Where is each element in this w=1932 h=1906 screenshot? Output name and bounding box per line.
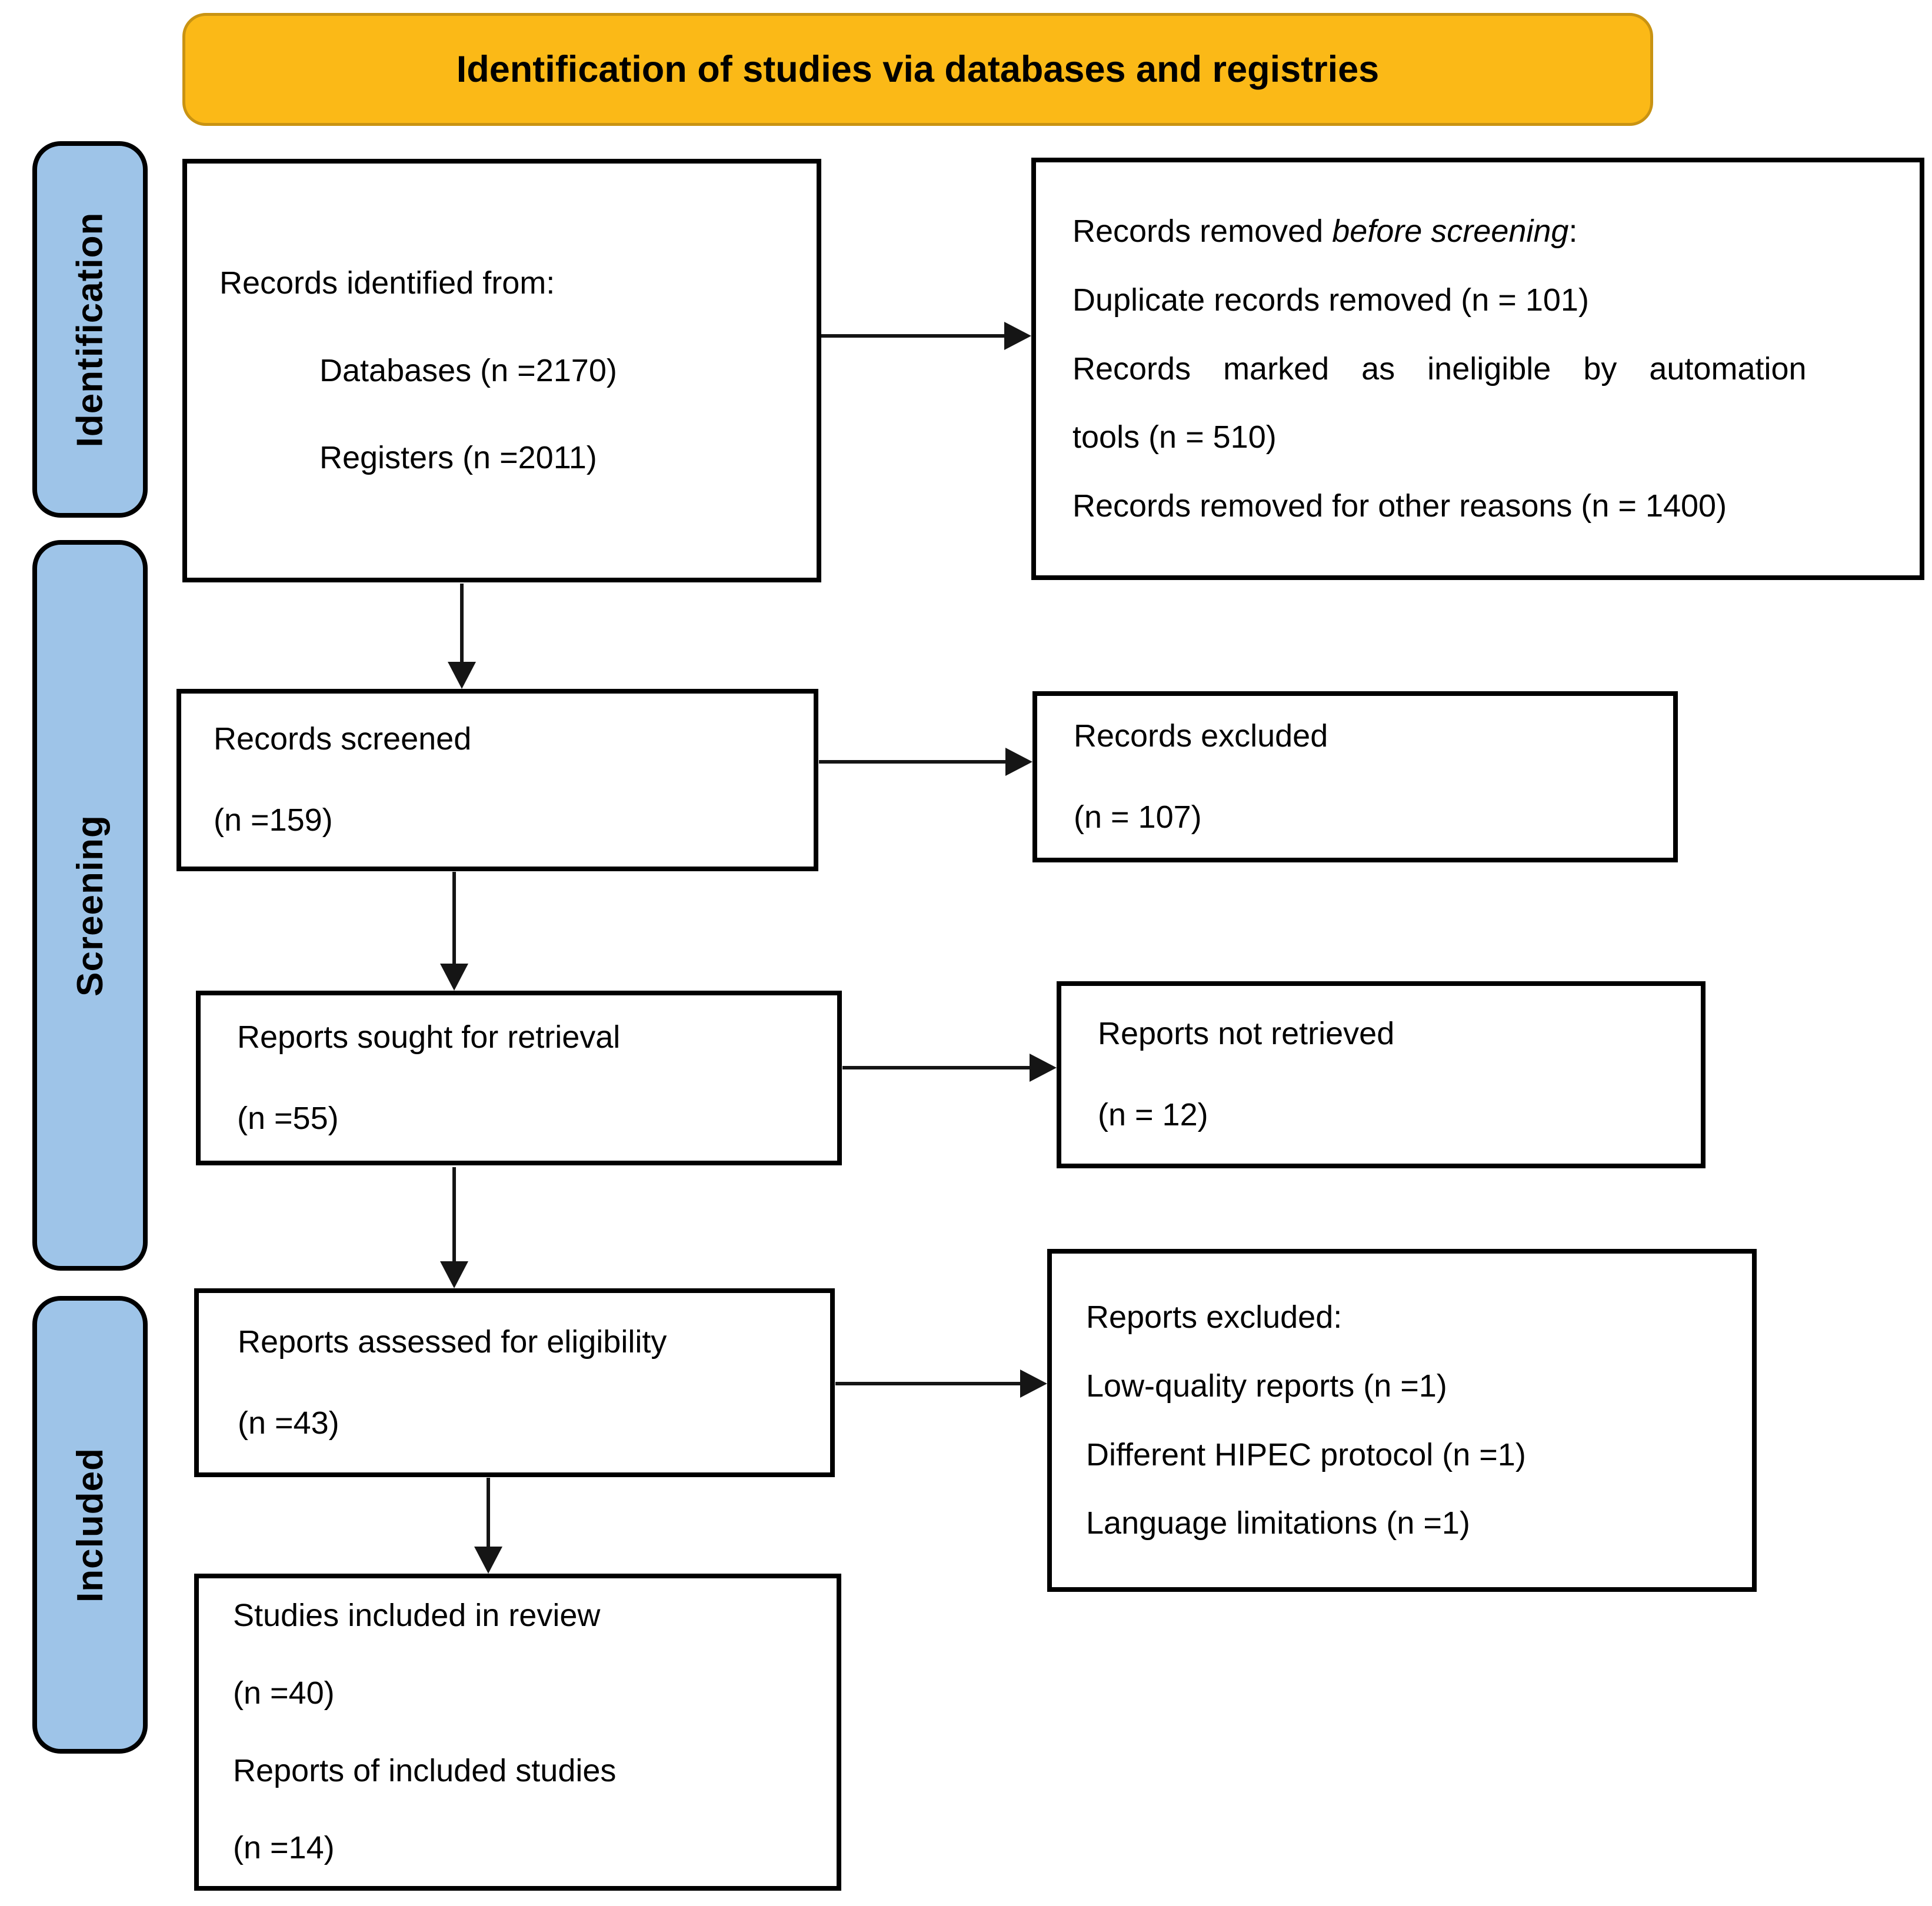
- stage-identification-label: Identification: [69, 212, 111, 447]
- reports-excluded-protocol: Different HIPEC protocol (n =1): [1086, 1437, 1526, 1472]
- records-identified-registers: Registers (n =2011): [319, 440, 597, 476]
- arrow-assessed-to-reportsexcluded-line: [835, 1382, 1022, 1385]
- records-excluded-label: Records excluded: [1074, 718, 1328, 754]
- records-identified-databases: Databases (n =2170): [319, 352, 617, 388]
- records-removed-other: Records removed for other reasons (n = 1…: [1072, 488, 1727, 524]
- reports-excluded-low-quality: Low-quality reports (n =1): [1086, 1368, 1447, 1404]
- reports-not-retrieved-count: (n = 12): [1098, 1097, 1208, 1132]
- records-removed-title-suffix: :: [1568, 214, 1578, 249]
- reports-sought-count: (n =55): [237, 1100, 339, 1136]
- records-excluded-count: (n = 107): [1074, 799, 1202, 835]
- records-screened-count: (n =159): [214, 802, 333, 838]
- records-identified-title: Records identified from:: [219, 265, 555, 301]
- arrow-sought-to-assessed-line: [452, 1167, 456, 1264]
- arrow-assessed-to-included-line: [487, 1478, 490, 1549]
- box-reports-excluded: Reports excluded: Low-quality reports (n…: [1047, 1249, 1757, 1592]
- records-removed-title-italic: before screening: [1332, 214, 1569, 249]
- records-screened-label: Records screened: [214, 721, 472, 757]
- stage-identification: Identification: [32, 141, 148, 518]
- reports-excluded-title: Reports excluded:: [1086, 1299, 1343, 1335]
- arrow-screened-to-excluded-line: [819, 760, 1008, 764]
- arrow-identified-to-screened-head-icon: [448, 662, 476, 689]
- records-removed-title: Records removed before screening:: [1072, 197, 1896, 266]
- records-removed-title-prefix: Records removed: [1072, 214, 1333, 249]
- stage-included: Included: [32, 1296, 148, 1754]
- reports-included-count: (n =14): [233, 1830, 335, 1866]
- box-studies-included: Studies included in review (n =40) Repor…: [194, 1574, 841, 1891]
- records-removed-automation-line2: tools (n = 510): [1072, 419, 1277, 455]
- studies-included-label: Studies included in review: [233, 1598, 601, 1633]
- arrow-screened-to-excluded-head-icon: [1005, 748, 1032, 776]
- box-reports-sought: Reports sought for retrieval (n =55): [196, 991, 842, 1165]
- arrow-identified-to-screened-line: [460, 584, 464, 665]
- box-reports-assessed: Reports assessed for eligibility (n =43): [194, 1288, 835, 1477]
- stage-included-label: Included: [69, 1447, 111, 1602]
- arrow-assessed-to-reportsexcluded-head-icon: [1020, 1369, 1047, 1398]
- box-records-removed: Records removed before screening: Duplic…: [1031, 158, 1924, 580]
- arrow-sought-to-notretrieved-line: [842, 1066, 1032, 1069]
- arrow-screened-to-sought-line: [452, 872, 456, 966]
- arrow-assessed-to-included-head-icon: [474, 1547, 502, 1574]
- box-reports-not-retrieved: Reports not retrieved (n = 12): [1057, 981, 1706, 1168]
- arrow-sought-to-notretrieved-head-icon: [1030, 1054, 1057, 1082]
- records-removed-duplicates: Duplicate records removed (n = 101): [1072, 282, 1589, 318]
- studies-included-count: (n =40): [233, 1675, 335, 1711]
- arrow-identified-to-removed-head-icon: [1004, 322, 1031, 350]
- reports-assessed-count: (n =43): [238, 1405, 339, 1441]
- banner-title: Identification of studies via databases …: [456, 49, 1380, 90]
- banner: Identification of studies via databases …: [182, 13, 1653, 126]
- arrow-screened-to-sought-head-icon: [440, 964, 468, 991]
- reports-assessed-label: Reports assessed for eligibility: [238, 1324, 667, 1359]
- reports-excluded-language: Language limitations (n =1): [1086, 1505, 1470, 1541]
- stage-screening: Screening: [32, 540, 148, 1271]
- arrow-identified-to-removed-line: [821, 334, 1007, 338]
- stage-screening-label: Screening: [69, 814, 111, 997]
- reports-included-label: Reports of included studies: [233, 1752, 617, 1788]
- records-removed-automation-line1: Records marked as ineligible by automati…: [1072, 351, 1807, 386]
- box-records-excluded: Records excluded (n = 107): [1032, 691, 1678, 862]
- reports-sought-label: Reports sought for retrieval: [237, 1019, 621, 1055]
- box-records-screened: Records screened (n =159): [176, 689, 818, 871]
- arrow-sought-to-assessed-head-icon: [440, 1261, 468, 1288]
- reports-not-retrieved-label: Reports not retrieved: [1098, 1016, 1395, 1052]
- box-records-identified: Records identified from: Databases (n =2…: [182, 159, 821, 582]
